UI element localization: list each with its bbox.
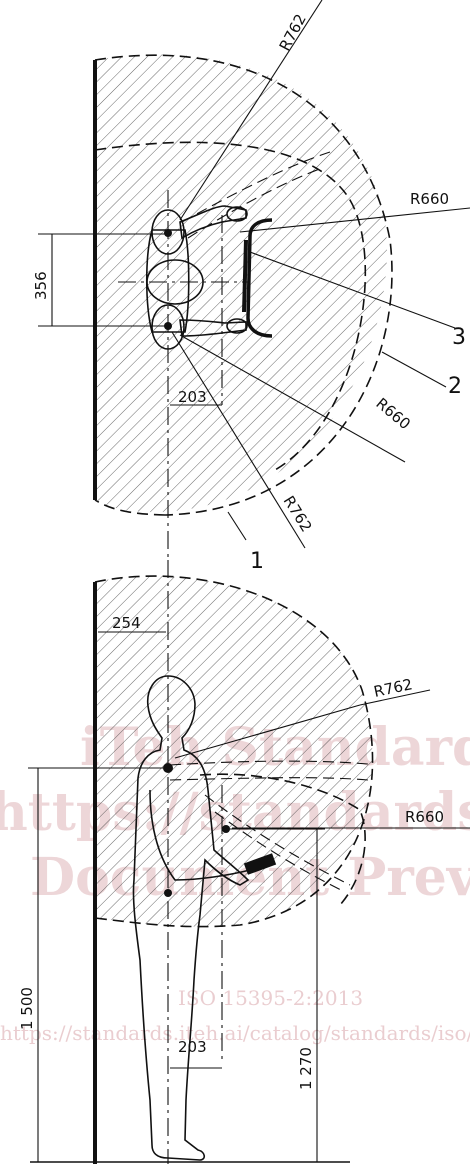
side-human-figure — [132, 675, 250, 1161]
dim-1270-label: 1 270 — [297, 1047, 315, 1090]
side-hand-tool — [243, 853, 277, 875]
leader-callout-2 — [381, 351, 447, 388]
side-envelope-r762 — [94, 575, 374, 928]
side-hand-point — [222, 825, 230, 833]
leader-callout-3 — [249, 251, 456, 329]
plan-tool-frame — [246, 218, 273, 338]
dimension-203-side: 203 — [170, 1038, 222, 1069]
plan-body — [145, 229, 190, 333]
dimension-1270: 1 270 — [228, 828, 325, 1162]
dim-203-plan-label: 203 — [178, 388, 207, 406]
dimension-1500: 1 500 — [18, 767, 170, 1162]
dim-1500-label: 1 500 — [18, 987, 36, 1030]
plan-shoulder-right — [151, 304, 185, 350]
label-r660-right: R660 — [410, 190, 449, 208]
leader-r762-top — [179, 0, 323, 221]
plan-envelope-r660 — [94, 141, 367, 471]
dimension-356: 356 — [32, 233, 165, 327]
dim-356-label: 356 — [32, 271, 50, 300]
label-r762-top: R762 — [276, 11, 310, 54]
leader-r762-lower — [171, 331, 306, 549]
plan-envelope-r762 — [94, 54, 393, 516]
leader-r660-right — [239, 207, 470, 233]
dim-254-label: 254 — [112, 614, 141, 632]
plan-shoulder-point-left — [164, 229, 172, 237]
label-r762-lower: R762 — [280, 493, 316, 536]
side-hip-point — [164, 889, 172, 897]
side-reach-zone — [95, 576, 373, 927]
side-arm — [149, 789, 251, 881]
watermark-line-5: https://standards.iteh.ai/catalog/standa… — [0, 1021, 470, 1045]
plan-envelope-outer-lower — [94, 499, 166, 516]
side-view: 254 1 500 203 1 270 R762 R660 — [18, 560, 470, 1164]
plan-hand-lower — [226, 318, 248, 334]
dimension-203-plan: 203 — [170, 388, 222, 406]
side-envelope-r660 — [199, 773, 366, 906]
callout-3: 3 — [452, 325, 466, 350]
plan-hand-upper — [226, 206, 248, 222]
plan-shoulder-point-right — [164, 322, 172, 330]
watermark-line-4: ISO 15395-2:2013 — [178, 986, 363, 1010]
dimension-254: 254 — [98, 614, 166, 633]
plan-arm-reach-out — [181, 151, 331, 239]
leader-side-r762 — [174, 704, 361, 759]
plan-tool-bar — [242, 239, 248, 313]
callout-2: 2 — [448, 374, 462, 399]
label-side-r762: R762 — [372, 675, 414, 701]
dim-203-side-label: 203 — [178, 1038, 207, 1056]
leader-r660-lower — [179, 334, 406, 463]
leader-side-r762-shelf — [359, 689, 431, 706]
label-side-r660: R660 — [405, 808, 444, 826]
label-r660-lower: R660 — [372, 394, 413, 433]
callout-1: 1 — [250, 549, 264, 574]
plan-reach-zone — [95, 54, 387, 513]
leader-callout-1 — [227, 511, 247, 541]
side-reach-arms — [169, 760, 369, 893]
plan-view: 356 203 R762 R660 R660 R762 3 2 1 — [32, 0, 470, 574]
